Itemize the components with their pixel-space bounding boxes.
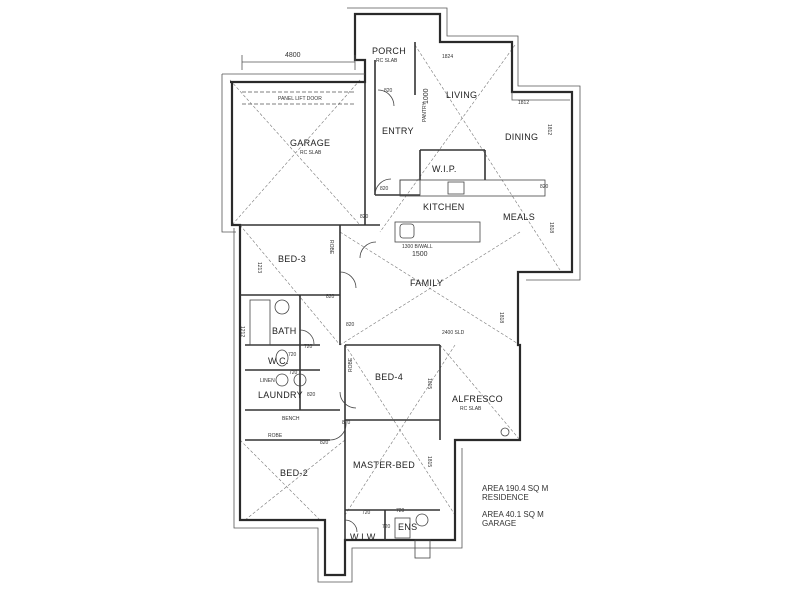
exterior-walls xyxy=(221,7,581,583)
garage-label: GARAGE xyxy=(482,519,517,528)
robe-bed4-note: ROBE xyxy=(348,357,354,372)
dim-1815: 1815 xyxy=(426,378,432,389)
dim-1815b: 1815 xyxy=(426,456,432,467)
dim-820-bed4: 820 xyxy=(342,420,351,426)
room-laundry: LAUNDRY xyxy=(258,390,303,400)
room-wiw: W.I.W. xyxy=(350,532,378,542)
dim-garage-width: 4800 xyxy=(285,52,301,59)
dim-1818b: 1818 xyxy=(498,312,504,323)
family-door-note: 2400 SLD xyxy=(442,330,465,336)
garage-door xyxy=(241,55,356,105)
dim-720-wiw: 720 xyxy=(362,510,371,516)
area-summary: AREA 190.4 SQ M RESIDENCE xyxy=(482,484,592,502)
room-meals: MEALS xyxy=(503,212,535,222)
room-wip: W.I.P. xyxy=(432,164,457,174)
pantry-note: PANTRY xyxy=(422,102,428,122)
room-dining: DINING xyxy=(505,132,538,142)
garage-summary: AREA 40.1 SQ M GARAGE xyxy=(482,510,592,528)
garage-area: AREA 40.1 SQ M xyxy=(482,510,544,519)
dim-1812b: 1812 xyxy=(546,124,552,135)
robe-bed2-note: ROBE xyxy=(268,433,283,439)
room-master-bed: MASTER-BED xyxy=(353,460,415,470)
room-bed4: BED-4 xyxy=(375,372,403,382)
dim-1812: 1812 xyxy=(518,100,529,106)
robe-bed3-note: ROBE xyxy=(328,240,334,255)
dim-720-bath: 720 xyxy=(304,344,313,350)
room-bed2: BED-2 xyxy=(280,468,308,478)
porch-slab-note: RC SLAB xyxy=(376,58,398,64)
panel-lift-door-note: PANEL LIFT DOOR xyxy=(278,96,322,102)
dim-820-bed3: 820 xyxy=(326,294,335,300)
linen-note: LINEN xyxy=(260,378,275,384)
dim-720-wc: 720 xyxy=(288,352,297,358)
dim-720-ens: 720 xyxy=(396,508,405,514)
dim-820-family: 820 xyxy=(346,322,355,328)
alfresco-slab-note: RC SLAB xyxy=(460,406,482,412)
dim-820-bed2: 820 xyxy=(320,440,329,446)
dim-720-robe: 720 xyxy=(382,524,391,530)
dim-1213: 1213 xyxy=(256,262,262,273)
residence-area: AREA 190.4 SQ M xyxy=(482,484,549,493)
door-swings xyxy=(299,89,395,533)
room-entry: ENTRY xyxy=(382,126,414,136)
room-bath: BATH xyxy=(272,326,297,336)
dim-820-entry: 820 xyxy=(380,186,389,192)
fixtures xyxy=(249,179,546,559)
dim-1818: 1818 xyxy=(548,222,554,233)
dim-820-dining: 820 xyxy=(540,184,549,190)
dim-820-garage: 820 xyxy=(360,214,369,220)
room-living: LIVING xyxy=(446,90,477,100)
hip-lines xyxy=(229,44,561,521)
room-porch: PORCH xyxy=(372,46,406,56)
room-kitchen: KITCHEN xyxy=(423,202,465,212)
dim-820-porch: 820 xyxy=(384,88,393,94)
dim-living-wall: 1000 xyxy=(423,88,430,104)
room-ens: ENS xyxy=(398,522,417,532)
room-family: FAMILY xyxy=(410,278,443,288)
residence-label: RESIDENCE xyxy=(482,493,529,502)
dim-1824: 1824 xyxy=(442,54,453,60)
room-alfresco: ALFRESCO xyxy=(452,394,503,404)
room-garage: GARAGE xyxy=(290,138,330,148)
room-bed3: BED-3 xyxy=(278,254,306,264)
bench-note: BENCH xyxy=(282,416,300,422)
dim-820-laundry: 820 xyxy=(307,392,316,398)
interior-walls xyxy=(240,42,486,540)
dim-kitchen-width: 1500 xyxy=(412,251,428,258)
dim-1212: 1212 xyxy=(239,326,245,337)
garage-slab-note: RC SLAB xyxy=(300,150,322,156)
kitchen-bench-note: 1300 B/WALL xyxy=(402,244,433,250)
room-wc: W.C. xyxy=(268,356,289,366)
dim-720-hall: 720 xyxy=(289,370,298,376)
